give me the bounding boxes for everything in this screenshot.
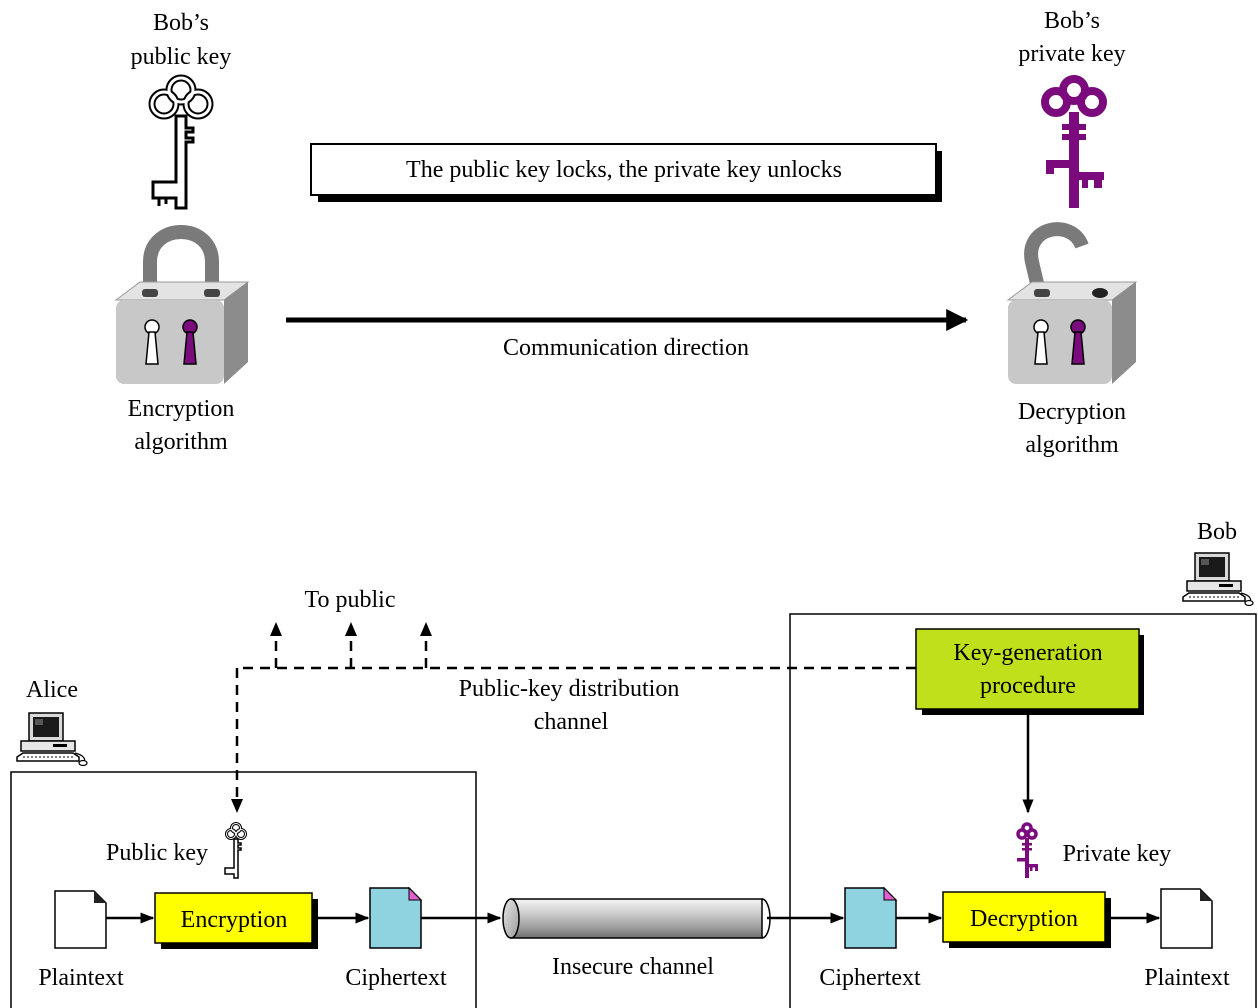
encryption-box: Encryption [154, 892, 318, 949]
distribution-dashed-lines [235, 634, 916, 800]
bob-box [789, 613, 1257, 1008]
alice-box [10, 771, 477, 1008]
public-key-title-line1: Bob’s [153, 10, 209, 36]
public-key-label: Public key [106, 840, 208, 866]
closed-padlock-icon [114, 225, 250, 384]
to-public-arrowheads [231, 622, 432, 813]
ciphertext-left-doc [369, 886, 423, 949]
ciphertext-right-doc [844, 886, 898, 949]
small-private-key-icon [1016, 822, 1038, 878]
distribution-channel-line2: channel [534, 709, 609, 735]
decryption-algorithm-line1: Decryption [1018, 399, 1126, 425]
banner-box: The public key locks, the private key un… [310, 143, 942, 202]
encryption-algorithm-line2: algorithm [134, 429, 228, 455]
alice-computer-icon [16, 712, 88, 767]
bob-computer-icon [1182, 552, 1254, 607]
key-generation-line2: procedure [980, 673, 1076, 699]
encryption-algorithm-line1: Encryption [128, 396, 235, 422]
encryption-box-label: Encryption [181, 907, 288, 933]
plaintext-right-label: Plaintext [1144, 965, 1230, 991]
private-key-title-line2: private key [1018, 41, 1125, 67]
decryption-algorithm-line2: algorithm [1025, 432, 1119, 458]
ciphertext-right-label: Ciphertext [819, 965, 921, 991]
private-key-icon [1041, 75, 1107, 208]
private-key-label: Private key [1063, 841, 1172, 867]
bob-label: Bob [1197, 519, 1237, 545]
communication-direction-label: Communication direction [503, 335, 749, 361]
plaintext-right-doc [1160, 888, 1213, 949]
decryption-box-label: Decryption [970, 906, 1078, 932]
decryption-box: Decryption [942, 891, 1111, 948]
banner-text: The public key locks, the private key un… [406, 157, 842, 183]
public-key-icon [148, 74, 214, 210]
to-public-label: To public [305, 587, 396, 613]
public-key-title-line2: public key [131, 44, 232, 70]
small-public-key-icon [224, 822, 247, 879]
insecure-channel-label: Insecure channel [552, 954, 714, 980]
ciphertext-left-label: Ciphertext [345, 965, 447, 991]
key-generation-line1: Key-generation [953, 640, 1102, 666]
insecure-channel-pipe [502, 898, 771, 939]
alice-label: Alice [26, 677, 78, 703]
distribution-channel-line1: Public-key distribution [459, 676, 680, 702]
open-padlock-icon [1006, 222, 1138, 384]
plaintext-left-doc [54, 890, 107, 949]
key-generation-box: Key-generation procedure [915, 628, 1144, 715]
plaintext-left-label: Plaintext [38, 965, 124, 991]
private-key-title-line1: Bob’s [1044, 8, 1100, 34]
